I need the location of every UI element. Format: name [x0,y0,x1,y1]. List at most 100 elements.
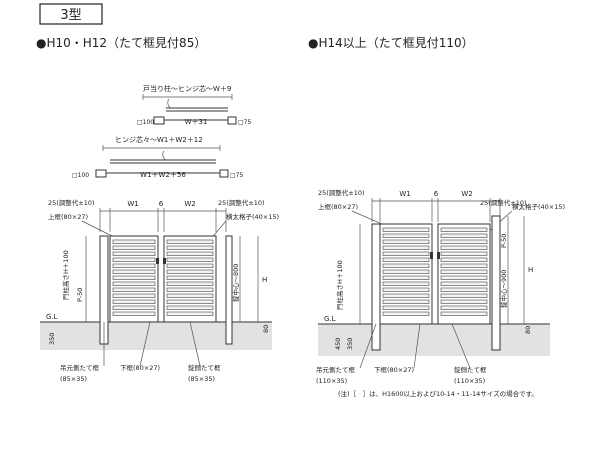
gate-slat [382,287,430,292]
gate-slat [166,239,214,244]
gate-slat [440,275,488,280]
right-top-frame: 上框(80×27) [318,202,358,211]
plan-double-dim-label: ヒンジ芯々～W1＋W2＋12 [115,135,203,144]
plan-double-post-right: □75 [230,172,243,179]
gate-slat [112,311,156,316]
left-plan-double: ヒンジ芯々～W1＋W2＋12 □100 □75 W1＋W2＋56 [72,135,243,179]
right-p-label: P-50 [500,234,508,248]
right-depth-350: 350 [346,338,354,350]
gate-slat [440,269,488,274]
gate-slat [382,257,430,262]
model-label-box [39,3,103,25]
gate-slat [112,239,156,244]
gate-slat [440,311,488,316]
gate-slat [112,281,156,286]
model-label: 3型 [60,8,81,23]
left-adjust-right: 25(調整代±10) [218,198,265,207]
right-gap: 6 [434,190,439,198]
left-w2: W2 [184,200,195,208]
right-depth-80: 80 [524,326,532,334]
gate-slat [440,239,488,244]
gate-slat [440,287,488,292]
gate-slat [112,269,156,274]
left-lock-stile-size: (85×35) [188,375,215,383]
right-lock-stile-size: (110×35) [454,377,485,385]
gate-slat [166,299,214,304]
gate-slat [382,263,430,268]
gate-slat [440,233,488,238]
gate-slat [112,245,156,250]
right-gl: G.L [324,315,336,323]
gate-slat [382,269,430,274]
gate-slat [382,281,430,286]
right-slat: 横太格子(40×15) [512,202,565,211]
right-depth-450: 450 [334,338,342,350]
left-elevation: 25(調整代±10) W1 6 W2 25(調整代±10) 上框(80×27) … [40,198,279,383]
gate-slat [382,305,430,310]
right-note: (注)［ ］は、H1600以上および10-14・11-14サイズの場合です。 [338,389,538,398]
left-gap: 6 [159,200,164,208]
gate-slat [382,299,430,304]
gate-slat [166,263,214,268]
plan-double-width: W1＋W2＋56 [140,171,186,179]
gate-slat [166,269,214,274]
gate-slat [112,305,156,310]
gate-slat [382,239,430,244]
right-title: ●H14以上（たて框見付110） [308,36,474,50]
gate-slat [440,263,488,268]
gate-slat [382,251,430,256]
right-elevation: 25(調整代±10) W1 6 W2 25(調整代±10) 上框(80×27) … [316,188,565,398]
left-adjust-left: 25(調整代±10) [48,198,95,207]
gate-slat [440,227,488,232]
left-w1: W1 [127,200,138,208]
gate-slat [382,293,430,298]
left-gl: G.L [46,313,58,321]
gate-slat [440,245,488,250]
right-post-height: 門柱高さH＋100 [335,260,344,310]
left-h: H [262,276,267,284]
left-lock-stile: 錠側たて框 [188,363,221,372]
gate-slat [382,311,430,316]
left-depth-80: 80 [262,325,270,333]
gate-slat [382,275,430,280]
left-depth-350: 350 [48,333,56,345]
right-w1: W1 [399,190,410,198]
left-top-frame: 上框(80×27) [48,212,88,221]
right-hinge-stile: 吊元側たて框 [316,365,356,374]
left-bottom-frame: 下框(80×27) [120,363,160,372]
gate-slat [166,311,214,316]
gate-slat [166,293,214,298]
gate-slat [166,287,214,292]
right-h: H [528,266,533,274]
gate-slat [440,293,488,298]
gate-slat [382,233,430,238]
left-post-height: 門柱高さH＋100 [61,250,70,300]
gate-slat [440,257,488,262]
gate-slat [112,287,156,292]
plan-single-post-right: □75 [238,119,251,126]
gate-slat [112,263,156,268]
gate-slat [112,293,156,298]
left-hinge-stile: 吊元側たて框 [60,363,100,372]
plan-double-post-left: □100 [72,172,89,179]
gate-slat [112,257,156,262]
gate-slat [382,227,430,232]
plan-single-post-left: □100 [137,119,154,126]
gate-slat [112,251,156,256]
gate-slat [166,257,214,262]
gate-slat [166,251,214,256]
gate-slat [166,275,214,280]
left-plan-single: 戸当り柱～ヒンジ芯～W＋9 □100 □75 W＋31 [137,84,251,126]
right-hinge-stile-size: (110×35) [316,377,347,385]
left-hinge-stile-size: (85×35) [60,375,87,383]
gate-slat [166,305,214,310]
right-w2: W2 [461,190,472,198]
gate-slat [382,245,430,250]
right-bottom-frame: 下框(80×27) [374,365,414,374]
gate-slat [166,245,214,250]
left-p-label: P-50 [76,288,84,302]
left-lock-height: 錠中心～800 [231,264,240,302]
gate-slat [440,305,488,310]
gate-slat [112,299,156,304]
